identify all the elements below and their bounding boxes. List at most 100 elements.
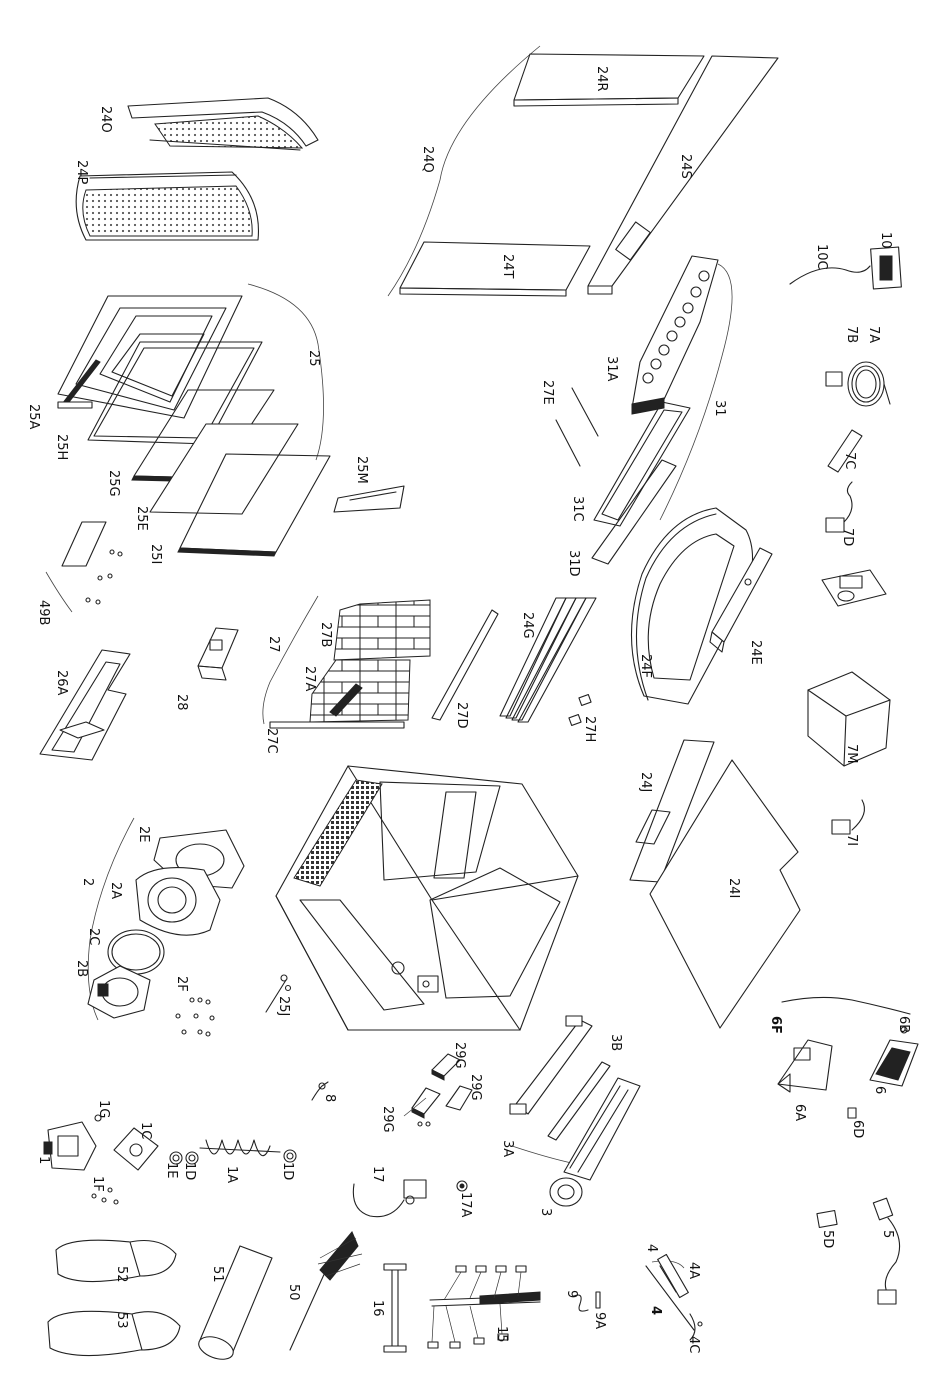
label-6: 6 [872, 1086, 887, 1094]
label-24E: 24E [748, 640, 763, 665]
part-thermostat-box [822, 570, 886, 606]
part-5D-switch [817, 1211, 837, 1228]
label-24P: 24P [74, 160, 89, 185]
label-1G: 1G [96, 1100, 111, 1118]
label-2E: 2E [136, 826, 151, 843]
label-1F: 1F [90, 1176, 105, 1192]
label-15: 15 [494, 1326, 509, 1343]
label-27B: 27B [318, 622, 333, 647]
label-24J: 24J [638, 772, 653, 792]
part-27B-bricks [334, 600, 430, 660]
part-10-control-panel [790, 247, 901, 289]
part-15-wiring [428, 1266, 540, 1348]
part-53-glove [48, 1311, 180, 1355]
label-7B: 7B [844, 326, 859, 343]
part-6A-bracket [778, 1040, 832, 1092]
label-9A: 9A [592, 1312, 607, 1329]
label-4: 4 [644, 1244, 659, 1252]
label-4A: 4A [686, 1262, 701, 1279]
label-29G-c: 29G [380, 1106, 395, 1133]
label-6D: 6D [850, 1120, 865, 1138]
part-3-exhaust-fan [550, 1078, 640, 1206]
label-2A: 2A [108, 882, 123, 899]
label-3A: 3A [500, 1140, 515, 1157]
part-24T-panel [400, 242, 590, 296]
label-2: 2 [80, 878, 95, 886]
part-6F-cable [782, 997, 910, 1014]
part-26A-channel [40, 650, 130, 760]
part-31C-frame [594, 402, 690, 526]
label-27D: 27D [454, 702, 469, 729]
part-1D-bushing-b [284, 1150, 296, 1162]
label-27H: 27H [582, 716, 597, 742]
part-27E-rods [556, 388, 598, 466]
part-4A-rod [658, 1254, 689, 1297]
part-27A-bricks [310, 660, 410, 722]
label-25I: 25I [148, 544, 163, 564]
label-5: 5 [880, 1230, 895, 1238]
label-31A: 31A [604, 356, 619, 382]
stove-body [276, 766, 578, 1030]
label-17A: 17A [458, 1192, 473, 1218]
label-24R: 24R [594, 66, 609, 92]
label-25G: 25G [106, 470, 121, 497]
label-6F: 6F [768, 1016, 783, 1034]
label-26A: 26A [54, 670, 69, 696]
label-24F: 24F [638, 654, 653, 678]
label-17: 17 [370, 1166, 385, 1183]
part-7A-coil [826, 362, 890, 406]
part-16-bar [384, 1264, 406, 1352]
label-52: 52 [114, 1266, 129, 1283]
part-25M-hinge [334, 486, 404, 512]
part-24P-curved-grille [76, 172, 258, 240]
part-17-igniter [353, 1180, 426, 1217]
label-2B: 2B [74, 960, 89, 977]
label-1C: 1C [138, 1122, 153, 1139]
label-24S: 24S [678, 154, 693, 179]
label-27C: 27C [264, 728, 279, 754]
part-6-board [870, 1027, 918, 1086]
part-2A-fan-housing [136, 868, 220, 936]
label-29G-b: 29G [468, 1074, 483, 1101]
label-31: 31 [712, 400, 727, 417]
leader-3A [512, 1146, 576, 1164]
label-7A: 7A [866, 326, 881, 343]
label-8: 8 [322, 1094, 337, 1102]
label-24O: 24O [98, 106, 113, 133]
label-2C: 2C [86, 928, 101, 945]
label-49B: 49B [36, 600, 51, 625]
label-9: 9 [564, 1290, 579, 1298]
part-28-bracket [198, 628, 238, 680]
label-3: 3 [538, 1208, 553, 1216]
label-28: 28 [174, 694, 189, 711]
label-25J: 25J [276, 996, 291, 1016]
label-51: 51 [210, 1266, 225, 1283]
part-5-power-cord [873, 1198, 899, 1304]
part-7I-sensor [832, 800, 864, 834]
part-49B-plate [46, 522, 122, 612]
label-7C: 7C [842, 452, 857, 469]
label-24Q: 24Q [420, 146, 435, 173]
part-2F-screws [176, 998, 214, 1036]
label-1A: 1A [224, 1166, 239, 1183]
label-5D: 5D [820, 1230, 835, 1248]
label-25M: 25M [354, 456, 369, 484]
label-27E: 27E [540, 380, 555, 405]
label-50: 50 [286, 1284, 301, 1301]
label-24I: 24I [726, 878, 741, 898]
label-31C: 31C [570, 496, 585, 522]
label-7M: 7M [844, 744, 859, 764]
part-17A-nut [457, 1181, 467, 1191]
label-4-bold: 4 [648, 1306, 663, 1315]
label-25E: 25E [134, 506, 149, 531]
label-1: 1 [36, 1156, 51, 1164]
part-7D-sensor [826, 482, 852, 532]
label-1D-b: 1D [280, 1162, 295, 1180]
label-27: 27 [266, 636, 281, 653]
label-7I: 7I [844, 834, 859, 846]
part-51-tube [196, 1246, 272, 1364]
label-6A: 6A [792, 1104, 807, 1121]
part-25A-door-frame [58, 296, 242, 418]
label-10C: 10C [814, 244, 829, 270]
part-27C-plate [270, 722, 404, 728]
